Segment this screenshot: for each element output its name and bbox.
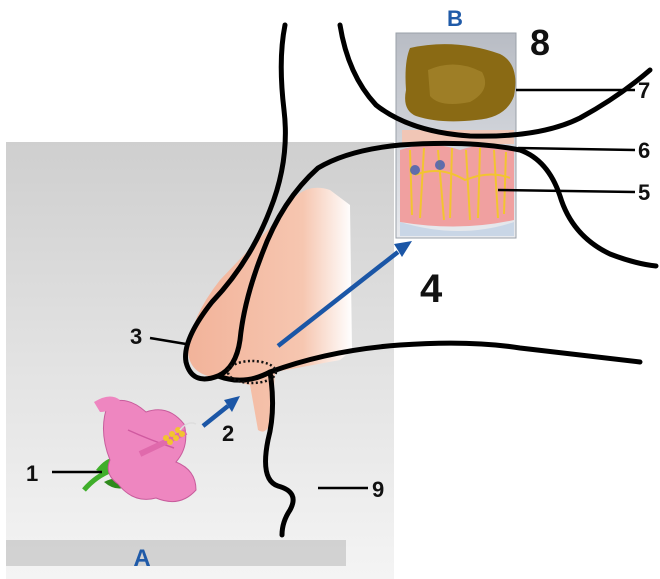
label-5: 5 — [638, 180, 650, 205]
panel-label-a: A — [133, 545, 150, 572]
label-2: 2 — [222, 421, 234, 446]
panel-label-b: B — [447, 6, 463, 31]
label-6: 6 — [638, 138, 650, 163]
floor-shadow — [6, 540, 346, 566]
label-9: 9 — [372, 477, 384, 502]
label-3: 3 — [130, 324, 142, 349]
label-4: 4 — [420, 267, 443, 311]
label-8: 8 — [530, 22, 550, 63]
label-7: 7 — [638, 78, 650, 103]
label-1: 1 — [26, 461, 38, 486]
